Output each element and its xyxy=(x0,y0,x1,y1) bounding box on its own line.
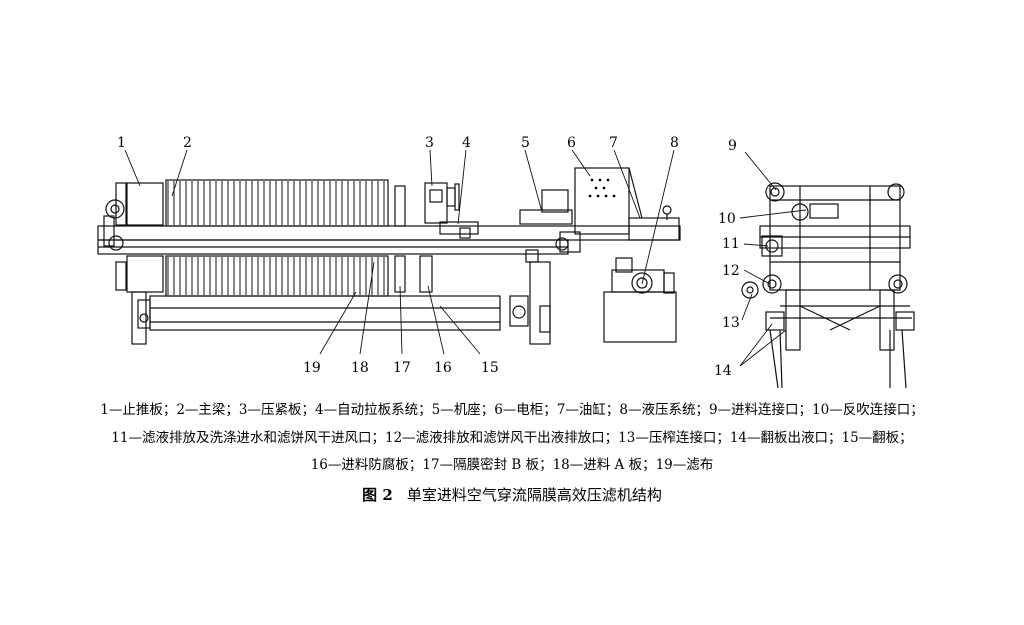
leader-lines xyxy=(124,149,807,367)
end-frame xyxy=(769,185,901,291)
thrust-plate xyxy=(105,182,164,293)
label-18: 18 xyxy=(351,360,369,376)
label-3: 3 xyxy=(425,135,434,151)
feed-connector xyxy=(765,182,785,202)
label-7: 7 xyxy=(609,135,618,151)
label-17: 17 xyxy=(393,360,411,376)
label-16: 16 xyxy=(434,360,452,376)
label-10: 10 xyxy=(718,211,736,227)
label-11: 11 xyxy=(722,236,740,252)
caption-line-1: 1—止推板；2—主梁；3—压紧板；4—自动拉板系统；5—机座；6—电柜；7—油缸… xyxy=(100,402,924,418)
figure-number: 图 2 xyxy=(362,486,393,504)
pressure-gauge xyxy=(662,205,672,215)
label-9: 9 xyxy=(728,138,737,154)
legs xyxy=(131,261,551,345)
auto-pull-system xyxy=(439,221,479,239)
pressing-plate xyxy=(424,182,460,224)
label-19: 19 xyxy=(303,360,321,376)
label-6: 6 xyxy=(567,135,576,151)
label-1: 1 xyxy=(117,135,126,151)
end-view xyxy=(741,182,915,389)
part-labels: 1 2 3 4 5 6 7 8 9 10 11 12 13 14 15 16 1… xyxy=(117,135,740,379)
anti-corrosion-plate xyxy=(419,255,433,293)
label-15: 15 xyxy=(481,360,499,376)
label-2: 2 xyxy=(183,135,192,151)
main-beam xyxy=(97,225,681,241)
electric-cabinet xyxy=(574,167,630,235)
label-8: 8 xyxy=(670,135,679,151)
label-5: 5 xyxy=(521,135,530,151)
press-connector xyxy=(741,281,759,299)
side-view xyxy=(97,167,681,345)
filter-plates-lower xyxy=(167,257,385,295)
label-13: 13 xyxy=(722,315,740,331)
figure-title-text: 单室进料空气穿流隔膜高效压滤机结构 xyxy=(406,486,662,504)
filtrate-inlet xyxy=(761,235,783,257)
filter-plates-upper xyxy=(167,181,385,225)
caption-line-3: 16—进料防腐板；17—隔膜密封 B 板；18—进料 A 板；19—滤布 xyxy=(310,457,714,473)
label-12: 12 xyxy=(722,263,740,279)
cabinet-dots xyxy=(588,178,616,198)
figure-title: 图 2 单室进料空气穿流隔膜高效压滤机结构 xyxy=(0,484,1024,505)
caption-line-2: 11—滤液排放及洗涤进水和滤饼风干进风口；12—滤液排放和滤饼风干出液排放口；1… xyxy=(111,430,913,446)
hydraulic-system xyxy=(603,257,677,343)
filtrate-outlet xyxy=(762,274,782,294)
label-14: 14 xyxy=(714,363,732,379)
label-4: 4 xyxy=(462,135,471,151)
oil-cylinder xyxy=(628,217,680,241)
